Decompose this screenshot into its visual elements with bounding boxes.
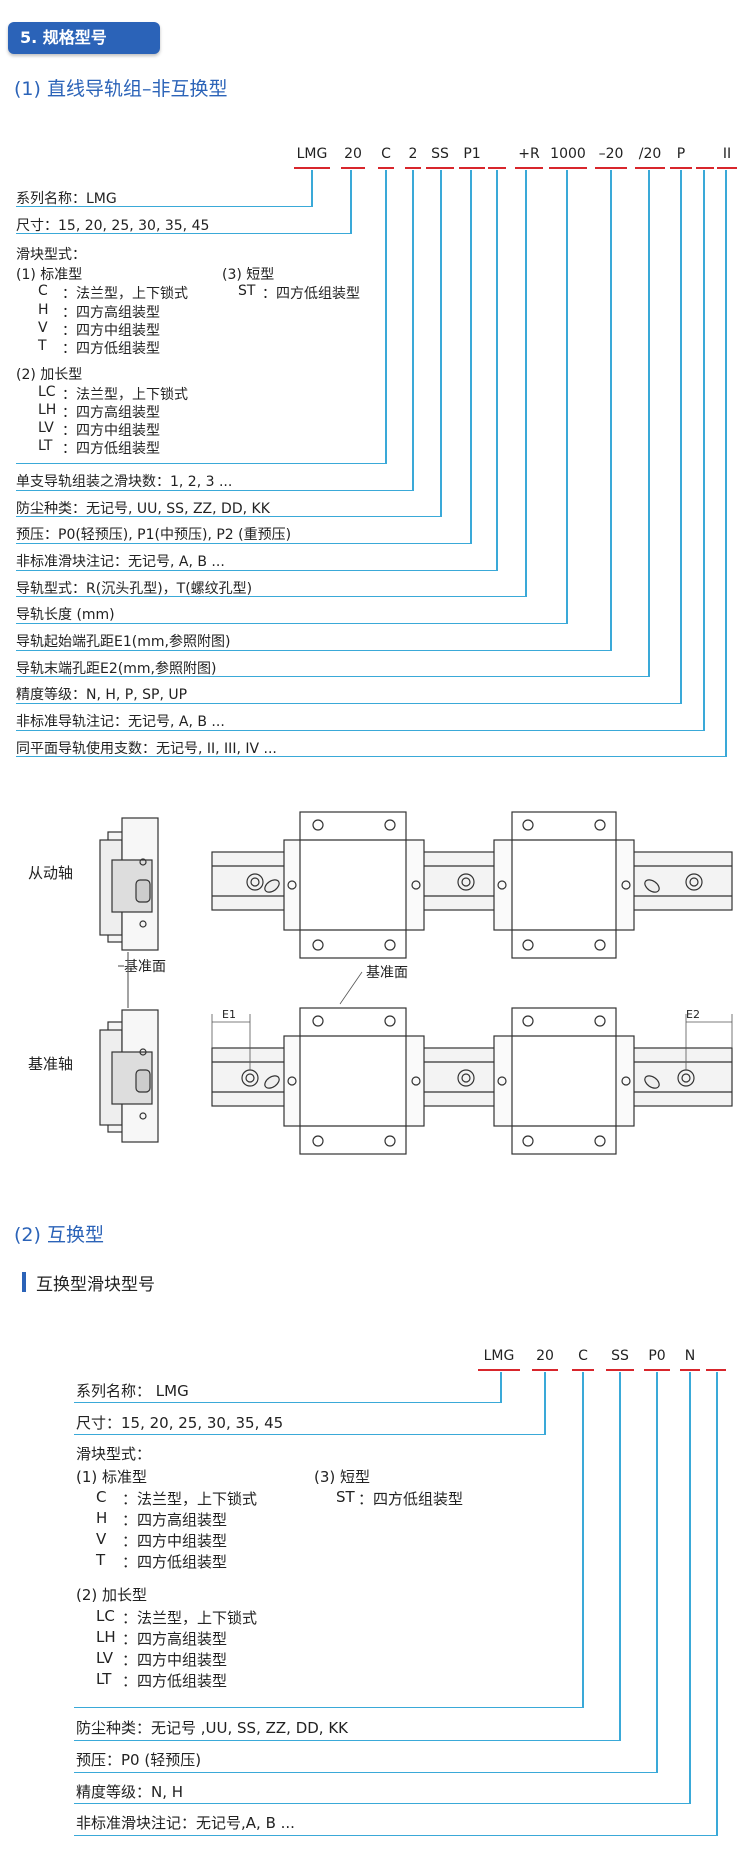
p1-row-rail-length: 导轨长度 (mm) (16, 607, 115, 623)
driven-side-view (99, 817, 159, 951)
p1-row-precision: 精度等级：N, H, P, SP, UP (16, 687, 188, 703)
code-rail-type: +R (518, 146, 540, 162)
p1-long-title: (2) 加长型 (16, 367, 83, 383)
p1-long-v1: ：四方高组装型 (62, 405, 160, 421)
p2-code-dust: SS (611, 1348, 629, 1364)
code-preload: P1 (463, 146, 481, 162)
p1-long-k2: LV (38, 420, 54, 436)
p1-std-k0: C (38, 283, 48, 299)
p2-code-lmg: LMG (483, 1348, 515, 1364)
ref-block-1 (283, 1007, 425, 1155)
p1-std-v3: ：四方低组装型 (62, 341, 160, 357)
p1-std-k2: V (38, 320, 48, 336)
p1-row-series: 系列名称：LMG (16, 191, 117, 207)
p2-short-k0: ST (336, 1488, 355, 1506)
p2-code-size: 20 (536, 1348, 554, 1364)
e2-dim-label: E2 (686, 1008, 700, 1021)
p2-row-nonstd-block: 非标准滑块注记：无记号,A, B ... (76, 1814, 295, 1832)
p1-block-title: 滑块型式： (16, 247, 86, 263)
p1-long-v2: ：四方中组装型 (62, 423, 160, 439)
p2-std-k2: V (96, 1530, 107, 1548)
p2-block-title: 滑块型式： (76, 1445, 152, 1463)
p2-row-preload: 预压：P0 (轻预压) (76, 1751, 202, 1769)
p1-short-v0: ：四方低组装型 (262, 286, 360, 302)
p1-long-k3: LT (38, 438, 53, 454)
p2-long-k1: LH (96, 1628, 116, 1646)
p1-row-preload: 预压：P0(轻预压), P1(中预压), P2 (重预压) (16, 527, 292, 543)
p1-row-block-count: 单支导轨组装之滑块数：1, 2, 3 ... (16, 474, 233, 490)
ref-block-2 (493, 1007, 635, 1155)
p1-long-k0: LC (38, 384, 56, 400)
p2-long-v3: ：四方低组装型 (122, 1672, 228, 1690)
p1-std-k1: H (38, 302, 49, 318)
p1-long-v3: ：四方低组装型 (62, 441, 160, 457)
ref-axis-label: 基准轴 (28, 1055, 74, 1073)
code-count: II (722, 146, 732, 162)
p2-long-k3: LT (96, 1670, 112, 1688)
p1-std-v1: ：四方高组装型 (62, 305, 160, 321)
p1-short-title: (3) 短型 (222, 267, 275, 283)
code-precision: P (676, 146, 686, 162)
p2-row-size: 尺寸：15, 20, 25, 30, 35, 45 (76, 1414, 284, 1432)
p2-row-dust: 防尘种类：无记号 ,UU, SS, ZZ, DD, KK (76, 1719, 349, 1737)
code-lmg: LMG (296, 146, 328, 162)
p2-short-title: (3) 短型 (314, 1468, 371, 1486)
driven-axis-label: 从动轴 (28, 864, 74, 882)
p1-row-nonstd-block: 非标准滑块注记：无记号, A, B ... (16, 554, 225, 570)
code-e2: /20 (638, 146, 662, 162)
p2-long-k0: LC (96, 1607, 115, 1625)
p1-long-k1: LH (38, 402, 57, 418)
p1-std-v0: ：法兰型，上下锁式 (62, 286, 188, 302)
p2-std-k0: C (96, 1488, 107, 1506)
part2-subheading: 互换型滑块型号 (36, 1275, 155, 1295)
rail-assembly-drawing (99, 811, 733, 1155)
p2-code-block-type: C (578, 1348, 588, 1364)
p2-std-k3: T (96, 1551, 106, 1569)
code-size: 20 (344, 146, 362, 162)
p2-code-precision: N (684, 1348, 696, 1364)
p1-row-e1: 导轨起始端孔距E1(mm,参照附图) (16, 634, 231, 650)
code-e1: –20 (598, 146, 624, 162)
p2-long-k2: LV (96, 1649, 113, 1667)
p1-row-rail-type: 导轨型式：R(沉头孔型)，T(螺纹孔型) (16, 581, 253, 597)
p1-row-dust: 防尘种类：无记号, UU, SS, ZZ, DD, KK (16, 501, 270, 517)
driven-block-1 (283, 811, 425, 959)
p2-code-preload: P0 (648, 1348, 666, 1364)
p1-row-size: 尺寸：15, 20, 25, 30, 35, 45 (16, 218, 210, 234)
code-block-count: 2 (408, 146, 418, 162)
p2-std-v2: ：四方中组装型 (122, 1532, 228, 1550)
p2-long-v0: ：法兰型，上下锁式 (122, 1609, 258, 1627)
p1-std-title: (1) 标准型 (16, 267, 83, 283)
p2-std-v3: ：四方低组装型 (122, 1553, 228, 1571)
p1-std-k3: T (38, 338, 47, 354)
code-dust: SS (431, 146, 449, 162)
code-block-type: C (381, 146, 391, 162)
part2-heading: (2) 互换型 (14, 1224, 104, 1246)
p2-short-v0: ：四方低组装型 (358, 1490, 464, 1508)
p1-long-v0: ：法兰型，上下锁式 (62, 387, 188, 403)
p2-row-precision: 精度等级：N, H (76, 1783, 184, 1801)
ref-surface-label-left: 基准面 (124, 959, 166, 975)
p2-long-title: (2) 加长型 (76, 1586, 148, 1604)
p1-short-k0: ST (238, 283, 256, 299)
p2-std-title: (1) 标准型 (76, 1468, 148, 1486)
ref-side-view (99, 1009, 159, 1143)
part1-heading: (1) 直线导轨组–非互换型 (14, 78, 228, 100)
p2-std-v0: ：法兰型，上下锁式 (122, 1490, 258, 1508)
p1-std-v2: ：四方中组装型 (62, 323, 160, 339)
p2-long-v1: ：四方高组装型 (122, 1630, 228, 1648)
driven-block-2 (493, 811, 635, 959)
p1-row-e2: 导轨末端孔距E2(mm,参照附图) (16, 661, 217, 677)
e1-dim-label: E1 (222, 1008, 236, 1021)
section-header: 5. 规格型号 (8, 22, 160, 54)
p2-std-k1: H (96, 1509, 108, 1527)
p1-row-nonstd-rail: 非标准导轨注记：无记号, A, B ... (16, 714, 225, 730)
p2-row-series: 系列名称： LMG (76, 1382, 189, 1400)
p2-std-v1: ：四方高组装型 (122, 1511, 228, 1529)
code-rail-length: 1000 (550, 146, 586, 162)
ref-surface-label-top: 基准面 (366, 965, 408, 981)
subheading-accent-bar (22, 1272, 26, 1292)
p1-row-coplanar: 同平面导轨使用支数：无记号, II, III, IV ... (16, 741, 277, 757)
p2-long-v2: ：四方中组装型 (122, 1651, 228, 1669)
